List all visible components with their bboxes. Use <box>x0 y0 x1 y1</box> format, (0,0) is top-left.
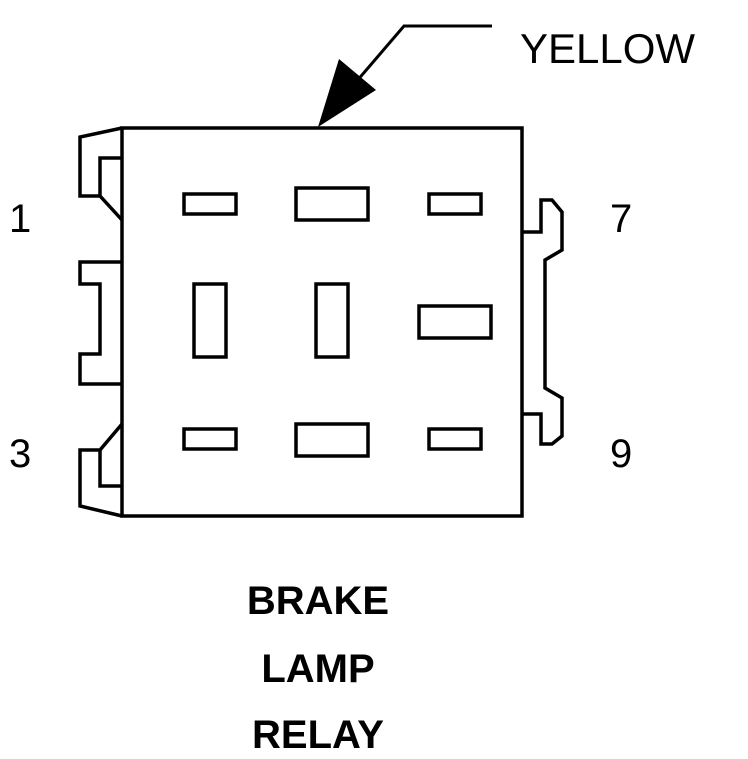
pin-label-3: 3 <box>9 432 31 476</box>
cavity-1 <box>182 192 238 216</box>
caption-line-2: LAMP <box>261 647 374 691</box>
right-latch <box>522 198 564 446</box>
pin-label-1: 1 <box>9 197 31 241</box>
left-latch-bottom-outer <box>78 422 124 518</box>
left-latch-top-inner <box>98 156 122 196</box>
diagram-caption: BRAKE LAMP RELAY <box>247 579 389 757</box>
color-callout-leader <box>318 24 492 127</box>
caption-line-1: BRAKE <box>247 579 389 623</box>
pin-label-7: 7 <box>610 197 632 241</box>
cavity-7 <box>182 427 238 451</box>
right-latches <box>522 198 564 446</box>
left-latch-middle <box>78 260 122 386</box>
left-latch-top-outer <box>78 126 124 222</box>
caption-line-3: RELAY <box>252 713 384 757</box>
cavity-9 <box>427 427 483 451</box>
pin-label-9: 9 <box>610 432 632 476</box>
cavity-4 <box>192 282 228 359</box>
cavity-6 <box>417 304 493 340</box>
connector-body <box>120 126 524 518</box>
cavity-8 <box>294 422 370 458</box>
terminal-cavities <box>182 186 493 458</box>
wire-color-label: YELLOW <box>520 25 695 72</box>
cavity-2 <box>294 186 370 222</box>
cavity-5 <box>314 282 350 359</box>
left-latch-bottom-inner <box>98 450 122 488</box>
left-latches <box>78 126 124 518</box>
leader-line <box>354 24 492 83</box>
cavity-3 <box>427 192 483 216</box>
leader-arrowhead <box>318 59 376 127</box>
